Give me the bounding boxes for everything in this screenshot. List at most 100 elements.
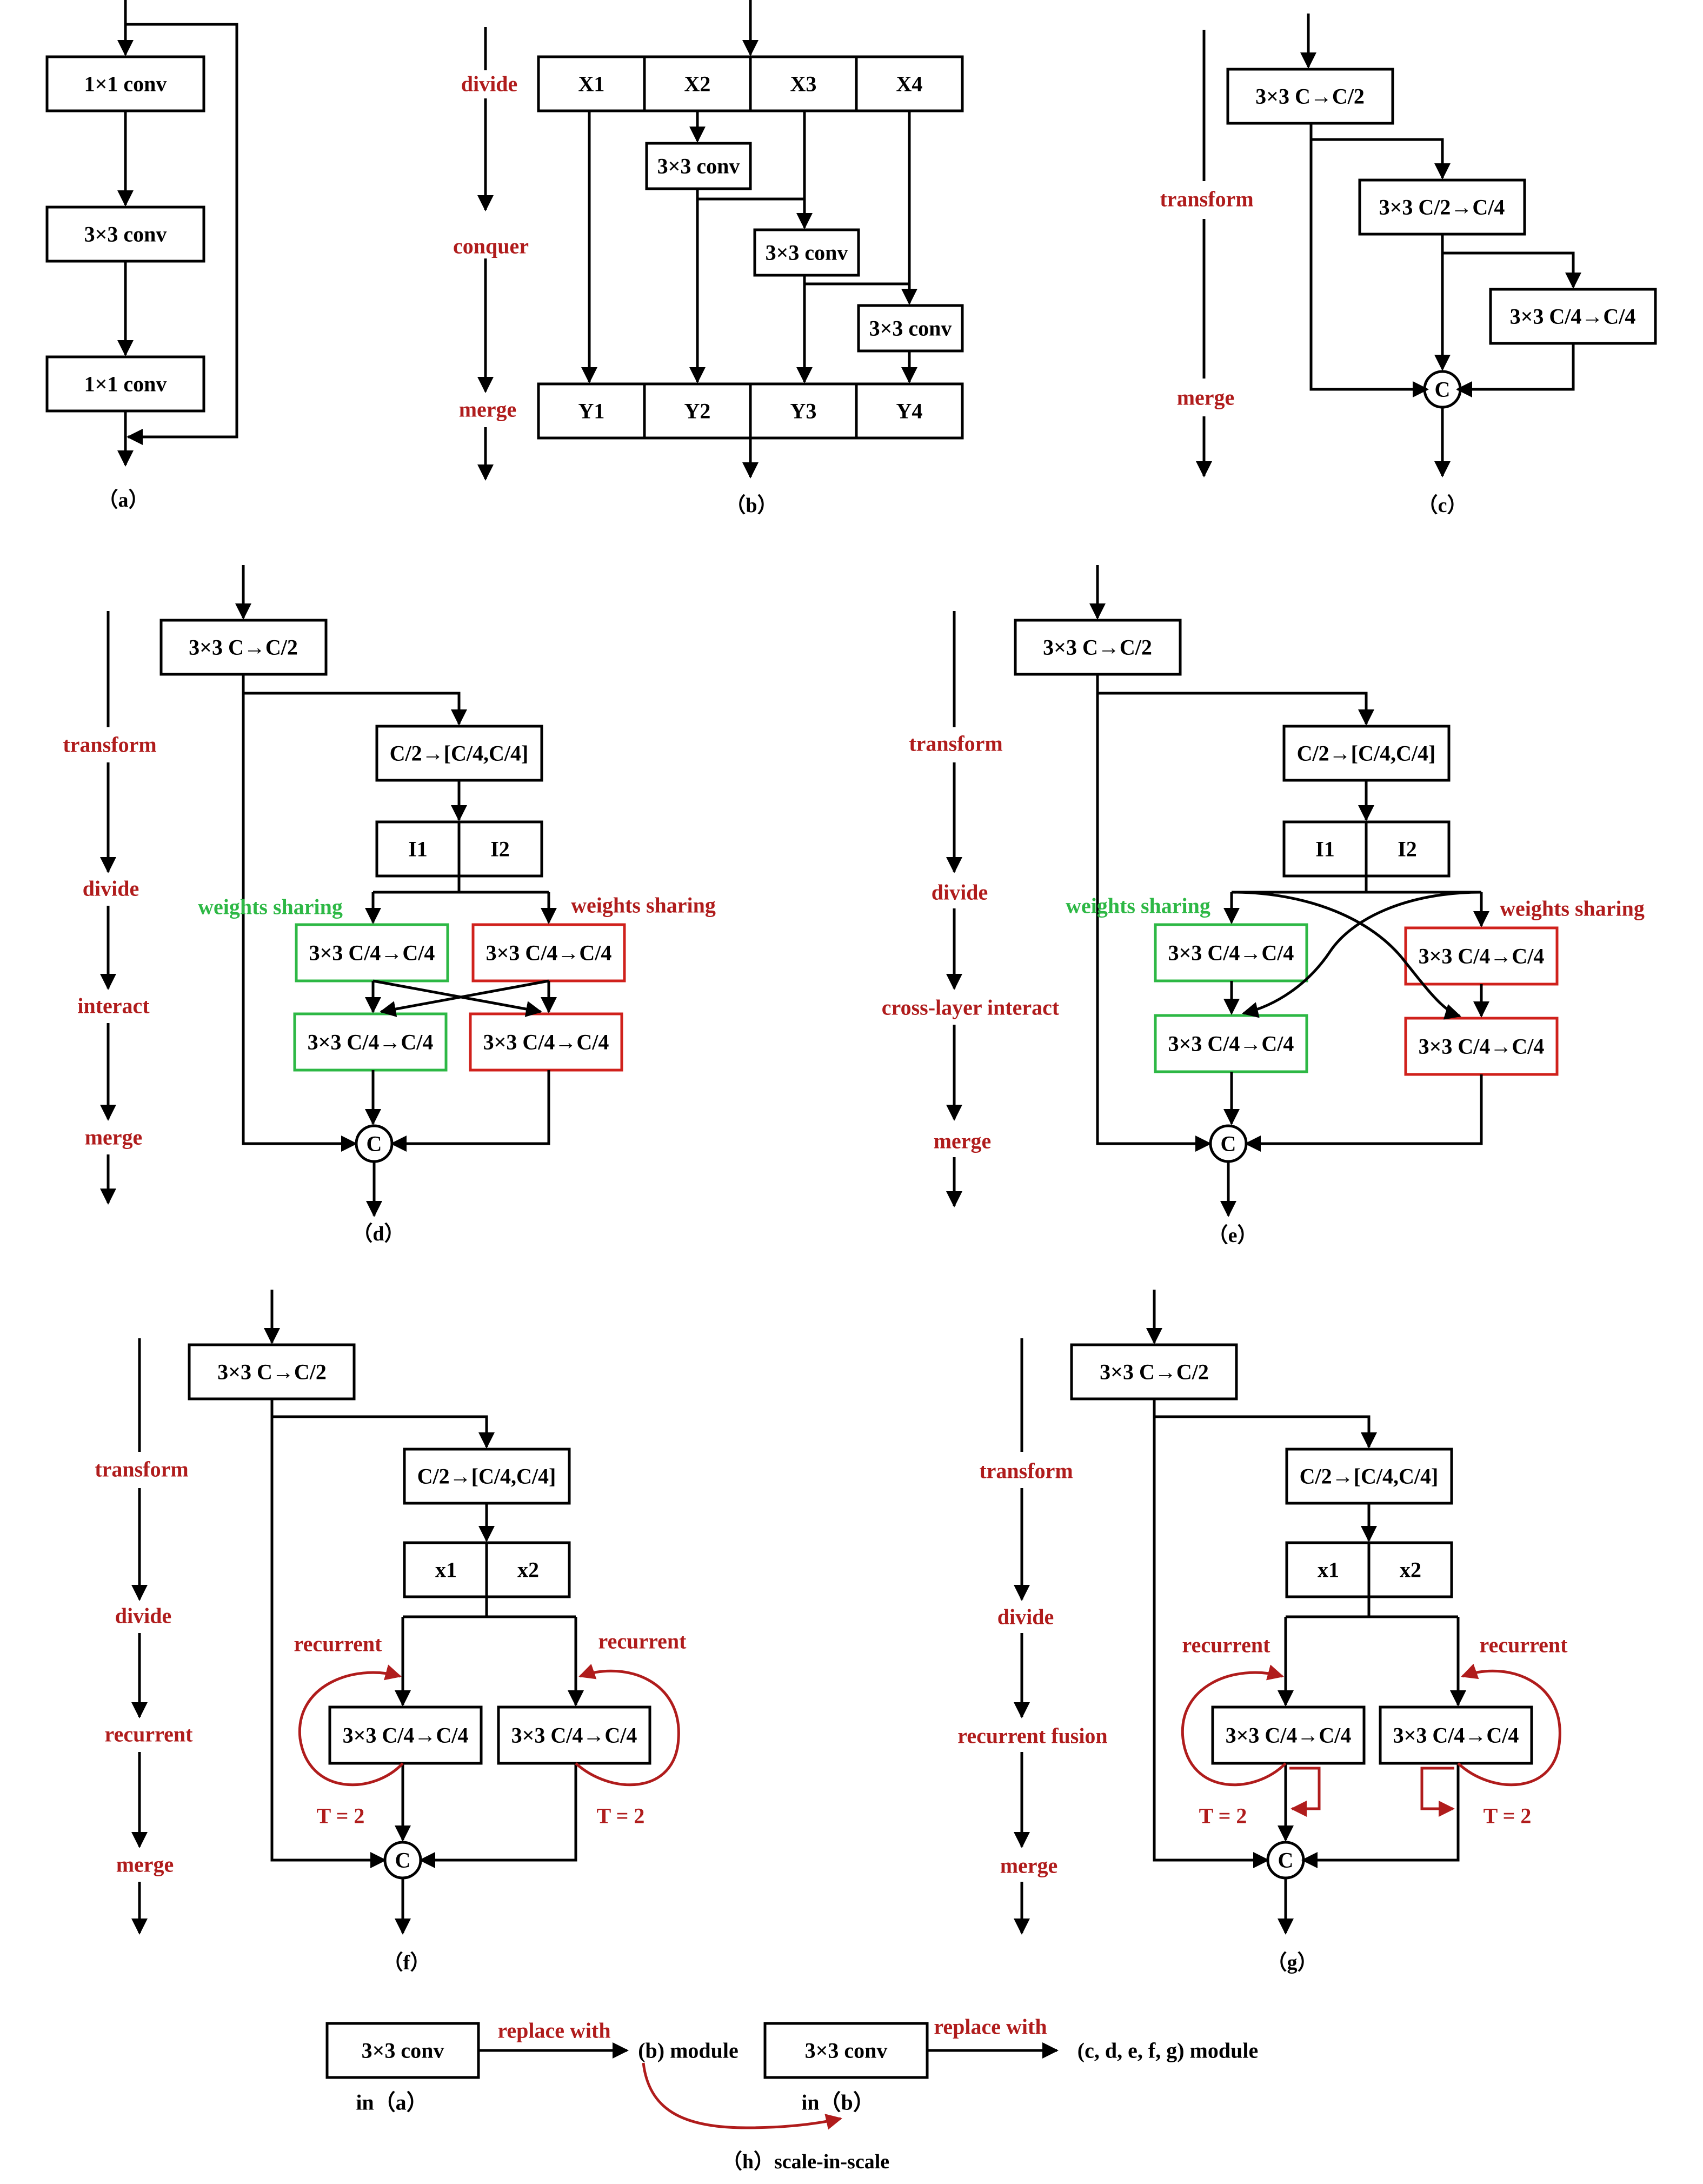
d-sharing-left: weights sharing: [198, 895, 343, 919]
b-output-y1: Y1: [578, 399, 605, 423]
e-stage-merge: merge: [934, 1129, 992, 1153]
g-split-label: C/2→[C/4,C/4]: [1300, 1464, 1439, 1489]
c-stage-merge: merge: [1177, 386, 1235, 410]
b-caption: （b）: [725, 494, 777, 517]
g-conv-right: [1379, 1705, 1533, 1765]
f-steps-right: T = 2: [597, 1804, 645, 1828]
b-input-x2: X2: [684, 72, 711, 96]
b-conv3-label: 3×3 conv: [869, 316, 952, 341]
f-split-label: C/2→[C/4,C/4]: [417, 1464, 556, 1489]
g-conv-left-label: 3×3 C/4→C/4: [1226, 1723, 1352, 1748]
h-box-2-sub: in（b）: [801, 2090, 875, 2115]
h-replace-1: replace with: [497, 2019, 610, 2043]
e-group-i1: I1: [1315, 837, 1335, 861]
e-conv-red-1-label: 3×3 C/4→C/4: [1419, 944, 1545, 968]
panel-g: [1014, 1290, 1561, 1935]
b-stage-conquer: conquer: [453, 234, 529, 258]
b-input-x4: X4: [896, 72, 923, 96]
h-box-1-label: 3×3 conv: [362, 2039, 444, 2063]
d-group-i1: I1: [408, 837, 428, 861]
f-recurrent-right: recurrent: [598, 1629, 687, 1654]
e-caption: （e）: [1208, 1224, 1258, 1247]
h-box-1-sub: in（a）: [356, 2090, 428, 2115]
d-concat-label: C: [367, 1132, 382, 1156]
d-group-i2: I2: [490, 837, 510, 861]
g-recurrent-right: recurrent: [1480, 1633, 1568, 1657]
g-caption: （g）: [1266, 1951, 1318, 1974]
c-conv3-label: 3×3 C/4→C/4: [1510, 304, 1636, 329]
panel-d: [100, 565, 626, 1217]
e-group-i2: I2: [1398, 837, 1417, 861]
g-steps-left: T = 2: [1199, 1804, 1247, 1828]
panel-b: [477, 0, 964, 481]
d-conv-green-1-label: 3×3 C/4→C/4: [309, 941, 435, 965]
f-conv-right: [497, 1705, 651, 1765]
f-steps-left: T = 2: [317, 1804, 365, 1828]
b-conv2-label: 3×3 conv: [766, 241, 848, 265]
e-stage-divide: divide: [932, 880, 988, 905]
b-stage-divide: divide: [461, 72, 517, 96]
e-split-label: C/2→[C/4,C/4]: [1297, 741, 1436, 766]
g-recurrent-left: recurrent: [1182, 1633, 1271, 1657]
h-target-2: (c, d, e, f, g) module: [1077, 2039, 1258, 2063]
f-conv-right-label: 3×3 C/4→C/4: [511, 1723, 637, 1748]
g-stage-transform: transform: [979, 1459, 1073, 1483]
panel-f: [131, 1290, 680, 1935]
a-conv1-label: 1×1 conv: [84, 72, 167, 96]
d-caption: （d）: [352, 1223, 404, 1245]
a-conv3-label: 1×1 conv: [84, 372, 167, 396]
g-concat-label: C: [1278, 1848, 1294, 1873]
g-stage-divide: divide: [997, 1605, 1054, 1629]
f-recurrent-left: recurrent: [294, 1632, 383, 1656]
g-group-x2: x2: [1400, 1558, 1421, 1582]
d-conv-red-2: [469, 1012, 623, 1072]
d-split-label: C/2→[C/4,C/4]: [390, 741, 529, 766]
d-stage-merge: merge: [85, 1125, 143, 1150]
c-concat-label: C: [1435, 377, 1451, 402]
b-output-y4: Y4: [896, 399, 923, 423]
d-top-label: 3×3 C→C/2: [189, 635, 298, 660]
h-target-1: (b) module: [638, 2039, 739, 2063]
c-caption: （c）: [1418, 494, 1468, 517]
d-sharing-right: weights sharing: [571, 893, 716, 918]
a-caption: （a）: [97, 489, 149, 512]
e-top-label: 3×3 C→C/2: [1043, 635, 1152, 660]
g-stage-merge: merge: [1000, 1854, 1058, 1878]
e-stage-cross-layer: cross-layer interact: [882, 995, 1060, 1020]
f-group-x1: x1: [435, 1558, 457, 1582]
h-caption: （h）scale-in-scale: [722, 2150, 889, 2173]
b-input-x1: X1: [578, 72, 605, 96]
e-concat-label: C: [1221, 1132, 1236, 1156]
g-top-label: 3×3 C→C/2: [1100, 1360, 1209, 1384]
b-output-y2: Y2: [684, 399, 711, 423]
f-caption: （f）: [383, 1951, 431, 1974]
b-output-y3: Y3: [790, 399, 817, 423]
f-group-x2: x2: [517, 1558, 539, 1582]
e-conv-green-2-label: 3×3 C/4→C/4: [1168, 1032, 1294, 1056]
g-stage-recurrent-fusion: recurrent fusion: [957, 1724, 1107, 1748]
b-stage-merge: merge: [459, 397, 517, 422]
e-conv-red-2-label: 3×3 C/4→C/4: [1419, 1034, 1545, 1059]
panel-h: [325, 2022, 1059, 2130]
g-conv-right-label: 3×3 C/4→C/4: [1393, 1723, 1519, 1748]
e-conv-green-1-label: 3×3 C/4→C/4: [1168, 941, 1294, 965]
d-conv-green-2-label: 3×3 C/4→C/4: [308, 1030, 434, 1054]
f-stage-merge: merge: [116, 1853, 174, 1877]
f-stage-recurrent: recurrent: [105, 1722, 194, 1747]
d-conv-red-2-label: 3×3 C/4→C/4: [483, 1030, 609, 1054]
g-group-x1: x1: [1318, 1558, 1339, 1582]
a-skip-connection: [125, 23, 238, 445]
e-sharing-right: weights sharing: [1500, 897, 1645, 921]
b-input-x3: X3: [790, 72, 817, 96]
c-stage-transform: transform: [1160, 187, 1253, 211]
panel-a: [45, 0, 238, 467]
f-stage-transform: transform: [95, 1457, 188, 1482]
panel-c: [1196, 14, 1657, 477]
f-stage-divide: divide: [115, 1604, 171, 1628]
b-conv1-label: 3×3 conv: [657, 154, 740, 178]
e-sharing-left: weights sharing: [1066, 894, 1210, 918]
d-stage-transform: transform: [63, 733, 156, 757]
c-conv1-label: 3×3 C→C/2: [1255, 84, 1365, 109]
f-conv-left-label: 3×3 C/4→C/4: [343, 1723, 469, 1748]
